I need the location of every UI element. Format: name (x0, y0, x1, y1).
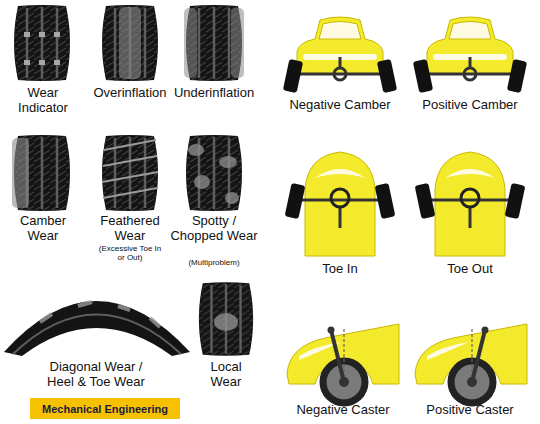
wheel (377, 59, 397, 93)
alignment-label: Toe Out (415, 262, 525, 277)
car-front-view (413, 17, 527, 93)
indicator-bar (24, 32, 30, 37)
edge-wear (231, 8, 244, 78)
car-body (287, 324, 399, 384)
indicator-bar (54, 60, 60, 65)
worn-spot (194, 175, 210, 189)
wheel (415, 183, 436, 219)
wheel (507, 59, 527, 93)
axle (427, 73, 513, 76)
wear-indicator-bars (24, 32, 60, 65)
wear-label: Overinflation (84, 86, 176, 101)
wear-label: Underinflation (166, 86, 262, 101)
wear-mark (150, 318, 160, 327)
edge-wear (184, 8, 197, 78)
wheel (375, 183, 396, 219)
steering-column (339, 206, 342, 228)
steering-hub (334, 68, 346, 80)
windshield (319, 22, 361, 40)
car-front-view (283, 17, 397, 93)
body-highlight (427, 342, 469, 360)
hood-highlight (315, 169, 365, 178)
wear-label: Camber Wear (12, 214, 74, 244)
center-wear (119, 7, 141, 79)
feather-marks (102, 140, 158, 198)
spot-wear (188, 144, 239, 204)
tire-tread (100, 5, 160, 81)
steering-wheel (461, 189, 479, 207)
car-body (435, 152, 505, 256)
indicator-bar (24, 60, 30, 65)
feather-line (102, 172, 158, 182)
wear-label: Spotty / Chopped Wear (169, 214, 259, 244)
wheel (413, 59, 433, 93)
steering-axis (331, 330, 344, 382)
wear-label: Diagonal Wear / Heel & Toe Wear (38, 360, 154, 390)
feather-line (103, 188, 157, 198)
car-body (305, 152, 375, 256)
car-side-view (415, 324, 527, 403)
indicator-bar (39, 32, 45, 37)
note-label: (Excessive Toe In or Out) (98, 244, 162, 262)
steering-axis (472, 330, 485, 382)
wear-mark (118, 306, 130, 310)
tire-tread (184, 5, 244, 81)
wheel (285, 183, 306, 219)
tire-arc (4, 301, 190, 356)
axle (295, 199, 385, 202)
alignment-label: Positive Camber (408, 98, 532, 113)
tire-tread (197, 282, 255, 356)
worn-spot (219, 156, 237, 168)
feather-line (104, 140, 156, 150)
alignment-label: Positive Caster (408, 403, 532, 418)
steering-column (339, 57, 342, 68)
wear-mark (78, 302, 92, 306)
pivot (482, 327, 489, 334)
tire-groove (13, 315, 181, 355)
worn-spot (188, 144, 204, 156)
steering-wheel (331, 189, 349, 207)
local-wear-spot (214, 313, 238, 331)
wear-mark (40, 314, 52, 322)
alignment-label: Negative Camber (278, 98, 402, 113)
diagonal-wear-marks (40, 302, 160, 327)
title-badge: Mechanical Engineering (30, 398, 180, 419)
tire-tread (184, 135, 244, 211)
wheel (283, 59, 303, 93)
steering-column (469, 57, 472, 68)
badge-text: Mechanical Engineering (42, 403, 168, 415)
feather-line (103, 156, 157, 166)
steering-hub (464, 68, 476, 80)
wear-label: Local Wear (200, 360, 252, 390)
tire-tread (12, 135, 72, 211)
axle (425, 199, 515, 202)
indicator-bar (39, 60, 45, 65)
tire-tread (100, 135, 160, 211)
indicator-bar (54, 32, 60, 37)
car-top-view (285, 152, 396, 256)
steering-column (469, 206, 472, 228)
windshield (449, 22, 491, 40)
note-label: (Multiproblem) (179, 258, 249, 267)
car-body (427, 17, 513, 74)
car-top-view (415, 152, 526, 256)
axle (297, 73, 383, 76)
tire-tread (12, 5, 72, 81)
wear-label: Feathered Wear (94, 214, 166, 244)
worn-spot (225, 192, 239, 204)
wheel (505, 183, 526, 219)
edge-wear (12, 138, 29, 208)
pivot (328, 327, 335, 334)
hood-highlight (445, 169, 495, 178)
car-side-view (287, 324, 399, 403)
alignment-label: Toe In (285, 262, 395, 277)
car-body (297, 17, 383, 74)
wear-label: Wear Indicator (8, 86, 78, 116)
alignment-label: Negative Caster (281, 403, 405, 418)
